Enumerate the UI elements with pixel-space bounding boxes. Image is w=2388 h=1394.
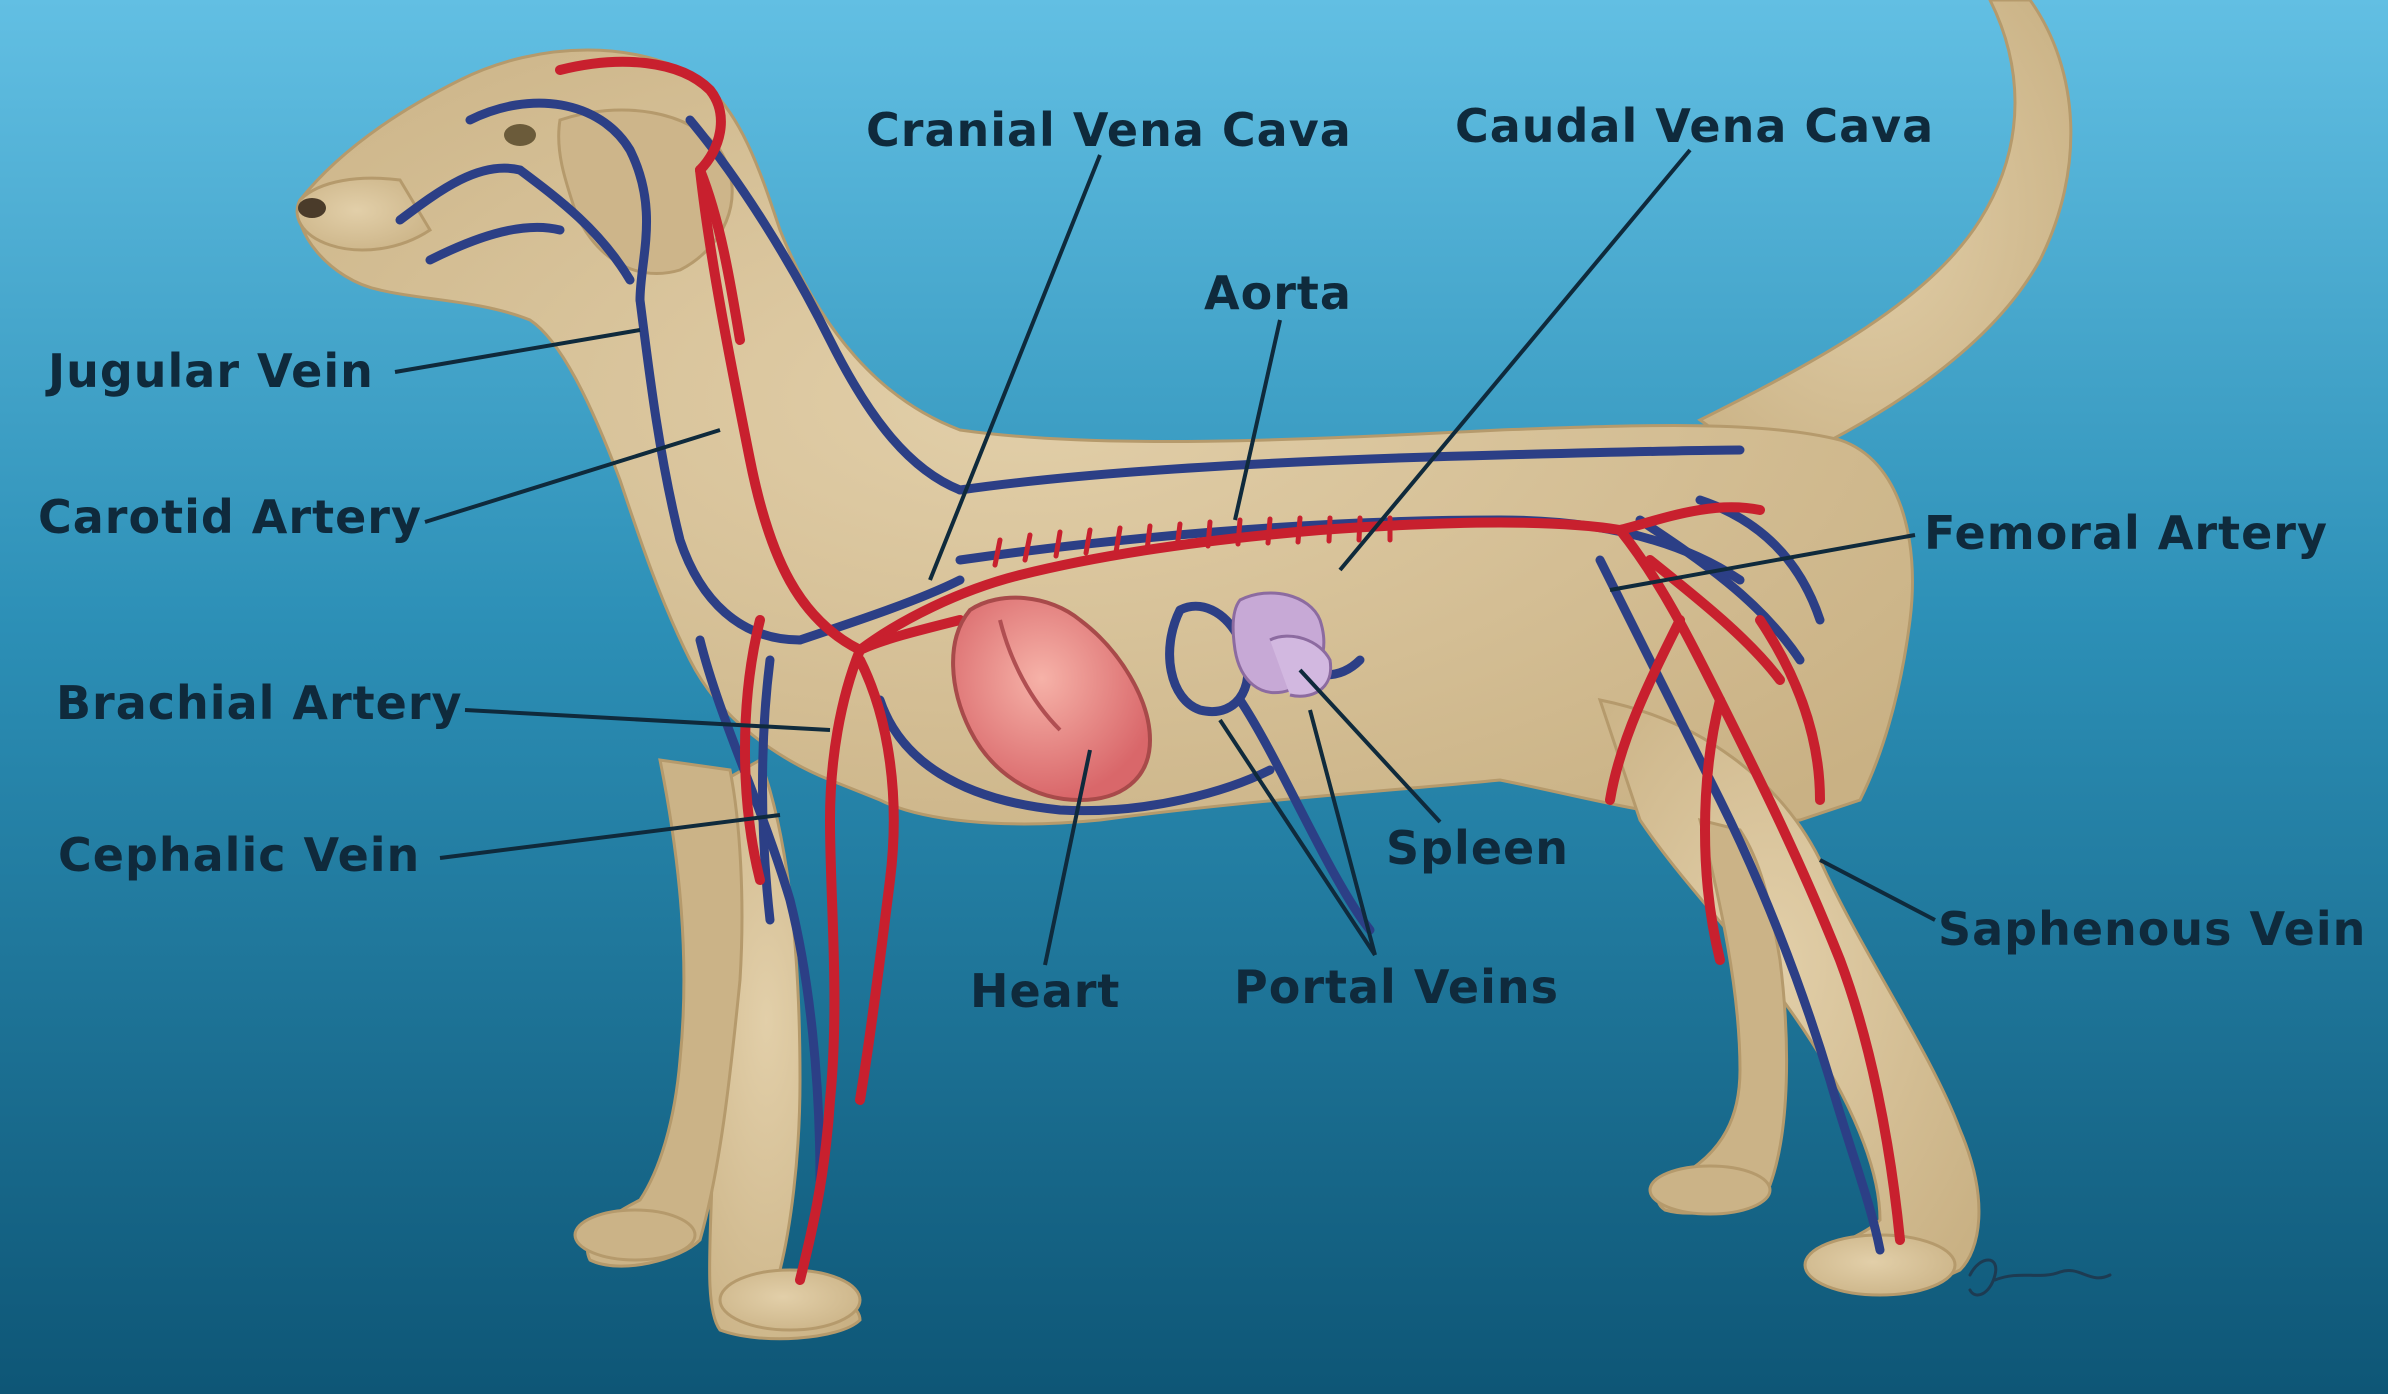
leader-heart bbox=[1043, 749, 1092, 966]
leader-saphenous bbox=[1819, 858, 1936, 922]
spleen-lower bbox=[1269, 634, 1333, 698]
cranial-vena-cava bbox=[795, 575, 965, 645]
jugular-vein bbox=[635, 295, 805, 645]
hind-leg-far bbox=[1656, 817, 1789, 1215]
aorta bbox=[855, 517, 1625, 655]
label-portal-veins: Portal Veins bbox=[1234, 960, 1559, 1014]
caudal-vena-cava bbox=[955, 445, 1745, 495]
carotid-artery bbox=[695, 165, 865, 655]
tail bbox=[1697, 0, 2073, 472]
arteries bbox=[555, 56, 1905, 1285]
paw-front-far bbox=[573, 1208, 697, 1262]
leader-portal-1 bbox=[1218, 718, 1377, 957]
leader-spleen bbox=[1298, 668, 1442, 824]
leader-brachial bbox=[464, 708, 831, 732]
brachial-artery bbox=[795, 645, 865, 1285]
leader-portal-2 bbox=[1308, 709, 1377, 956]
label-saphenous-vein: Saphenous Vein bbox=[1938, 902, 2367, 956]
artist-signature bbox=[1968, 1258, 2112, 1297]
label-cranial-vena-cava: Cranial Vena Cava bbox=[866, 103, 1352, 157]
label-heart: Heart bbox=[970, 964, 1121, 1018]
paw-front-near bbox=[718, 1268, 862, 1332]
heart-organ bbox=[951, 595, 1153, 803]
snout bbox=[295, 176, 433, 252]
eye bbox=[504, 124, 536, 146]
label-cephalic-vein: Cephalic Vein bbox=[58, 828, 421, 882]
leader-cranial bbox=[928, 154, 1102, 581]
label-spleen: Spleen bbox=[1386, 821, 1569, 875]
leader-carotid bbox=[424, 428, 721, 524]
nose bbox=[298, 198, 326, 218]
label-jugular-vein: Jugular Vein bbox=[48, 344, 374, 398]
leader-aorta bbox=[1233, 319, 1282, 521]
label-carotid-artery: Carotid Artery bbox=[38, 490, 422, 544]
front-leg-far bbox=[586, 758, 744, 1268]
leader-caudal bbox=[1338, 148, 1692, 572]
leader-lines bbox=[394, 148, 1936, 966]
leader-cephalic bbox=[439, 813, 781, 860]
paw-hind-far bbox=[1648, 1164, 1772, 1216]
leader-jugular bbox=[394, 328, 641, 374]
leader-femoral bbox=[1609, 533, 1916, 592]
label-aorta: Aorta bbox=[1204, 266, 1352, 320]
label-femoral-artery: Femoral Artery bbox=[1924, 506, 2328, 560]
label-caudal-vena-cava: Caudal Vena Cava bbox=[1455, 99, 1935, 153]
label-brachial-artery: Brachial Artery bbox=[56, 676, 463, 730]
cephalic-vein bbox=[695, 635, 825, 1185]
